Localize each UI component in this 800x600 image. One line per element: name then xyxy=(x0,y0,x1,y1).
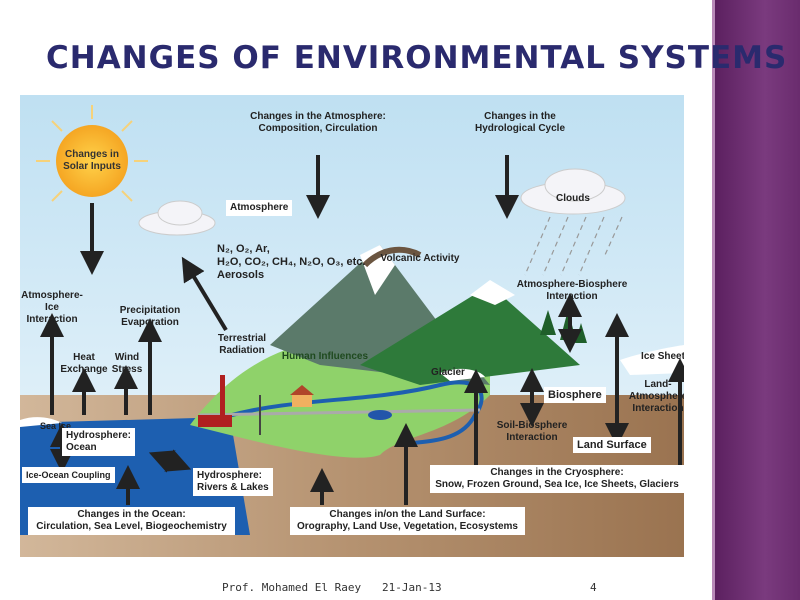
environment-systems-diagram: Changes in Solar Inputs Changes in the A… xyxy=(20,95,684,557)
slide-number: 4 xyxy=(590,581,597,594)
hydrosphere-ocean-box: Hydrosphere: Ocean xyxy=(62,428,136,456)
atmosphere-box: Atmosphere xyxy=(226,200,293,216)
footer-date: 21-Jan-13 xyxy=(382,581,442,594)
cloud-icon xyxy=(138,168,626,236)
atmosphere-change-label: Changes in the Atmosphere: Composition, … xyxy=(250,111,386,134)
ocean-change-box: Changes in the Ocean: Circulation, Sea L… xyxy=(28,507,235,535)
precipitation-evaporation-label: Precipitation Evaporation xyxy=(119,305,181,328)
land-surface-box: Land Surface xyxy=(573,437,651,453)
hydrological-change-label: Changes in the Hydrological Cycle xyxy=(474,111,566,134)
terrestrial-radiation-label: Terrestrial Radiation xyxy=(217,333,267,356)
slide-title: CHANGES OF ENVIRONMENTAL SYSTEMS xyxy=(46,40,788,76)
ice-ocean-coupling-box: Ice-Ocean Coupling xyxy=(22,467,115,483)
atmosphere-ice-label: Atmosphere- Ice Interaction xyxy=(21,290,83,325)
sea-ice-label: Sea Ice xyxy=(40,421,72,431)
land-change-box: Changes in/on the Land Surface: Orograph… xyxy=(290,507,525,535)
gases-label: N₂, O₂, Ar,H₂O, CO₂, CH₄, N₂O, O₃, etc.A… xyxy=(217,243,366,281)
slide-sidebar-decoration xyxy=(712,0,800,600)
cryosphere-change-box: Changes in the Cryosphere: Snow, Frozen … xyxy=(430,465,684,493)
glacier-label: Glacier xyxy=(431,367,465,378)
clouds-label: Clouds xyxy=(556,193,590,204)
human-influences-label: Human Influences xyxy=(281,351,369,362)
ice-sheet-label: Ice Sheet xyxy=(641,351,684,362)
volcanic-activity-label: Volcanic Activity xyxy=(380,253,460,264)
land-atmosphere-label: Land- Atmosphere Interaction xyxy=(628,379,684,414)
hydrosphere-rivers-box: Hydrosphere: Rivers & Lakes xyxy=(193,468,273,496)
biosphere-box: Biosphere xyxy=(544,387,606,403)
atmosphere-biosphere-label: Atmosphere-Biosphere Interaction xyxy=(516,279,628,302)
solar-inputs-label: Changes in Solar Inputs xyxy=(63,149,121,172)
heat-exchange-label: Heat Exchange xyxy=(60,352,108,375)
wind-stress-label: Wind Stress xyxy=(111,352,143,375)
footer-author: Prof. Mohamed El Raey xyxy=(222,581,362,594)
soil-biosphere-label: Soil-Biosphere Interaction xyxy=(496,420,568,443)
